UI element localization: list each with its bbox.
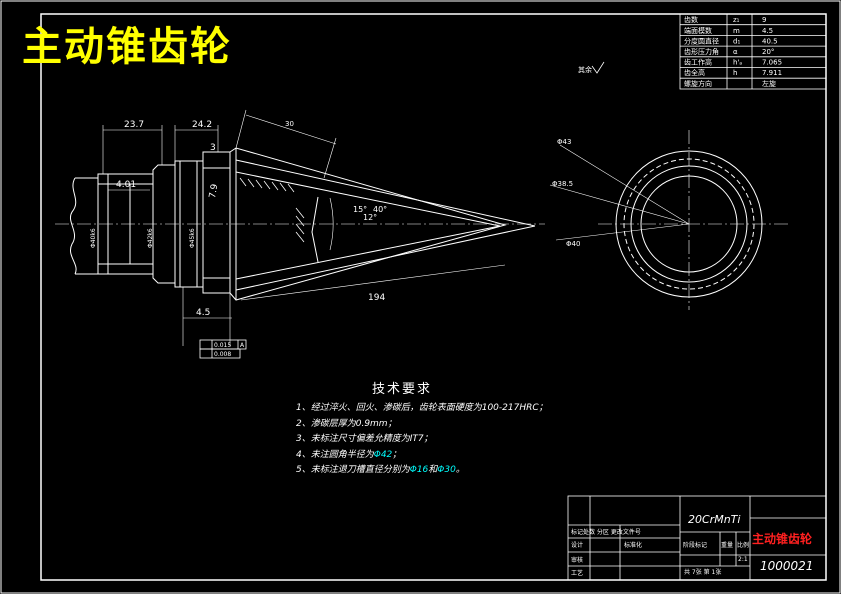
roughness-note: 其余 xyxy=(578,61,605,74)
dimension-texts: 23.7 24.2 4.01 3 7.9 30 15° 12° 40° 4.5 … xyxy=(90,120,580,358)
requirement-2: 2、渗碳层厚为0.9mm； xyxy=(296,418,397,429)
tolerance-frames xyxy=(199,339,247,359)
param-val-3: 20° xyxy=(762,48,774,56)
dim-194: 194 xyxy=(368,293,385,303)
weight-label: 重量 xyxy=(721,541,733,549)
technical-requirements: 技术要求 1、经过淬火、回火、渗碳后，齿轮表面硬度为100-217HRC； 2、… xyxy=(296,378,548,479)
gear-shaft-body xyxy=(70,147,536,301)
param-sym-4: h'ₐ xyxy=(733,59,742,67)
param-name-3: 齿形压力角 xyxy=(684,47,719,56)
dim-40deg: 40° xyxy=(373,205,387,214)
param-val-5: 7.911 xyxy=(762,69,782,77)
tolerance-ref: A xyxy=(240,342,245,349)
parameter-table-text: 齿数 z₁ 9 端面模数 m 4.5 分度圆直径 d₁ 40.5 齿形压力角 α… xyxy=(684,15,782,88)
title-block xyxy=(567,495,827,581)
tooth-hatch xyxy=(239,177,305,243)
scale: 2:1 xyxy=(738,556,748,563)
requirement-5-end: 。 xyxy=(455,465,465,475)
parameter-table xyxy=(679,13,827,90)
param-name-5: 齿全高 xyxy=(684,68,705,77)
shaft-dia-3: Φ45k6 xyxy=(189,228,196,248)
param-val-0: 9 xyxy=(762,16,766,24)
requirements-heading: 技术要求 xyxy=(372,382,433,397)
drawing-title: 主动锥齿轮 xyxy=(22,24,232,70)
dim-phi43: Φ43 xyxy=(557,138,571,146)
param-val-2: 40.5 xyxy=(762,38,778,46)
ratio-label: 比例 xyxy=(737,541,749,549)
tolerance-1: 0.015 xyxy=(214,342,231,349)
dim-3: 3 xyxy=(210,143,216,153)
dim-4-01: 4.01 xyxy=(116,180,136,190)
dim-24-2: 24.2 xyxy=(192,120,212,130)
requirement-4-end: ； xyxy=(392,449,402,460)
title-block-text: 20CrMnTi 主动锥齿轮 1000021 2:1 共 7张 第 1张 阶段标… xyxy=(571,513,813,577)
part-name: 主动锥齿轮 xyxy=(752,531,813,546)
dim-4-5: 4.5 xyxy=(196,308,210,318)
dim-12deg: 12° xyxy=(363,213,377,222)
dim-7-9: 7.9 xyxy=(208,183,220,199)
check-label: 审核 xyxy=(571,556,583,564)
param-sym-1: m xyxy=(733,27,740,35)
design-label: 设计 xyxy=(571,541,583,549)
requirement-3: 3、未标注尺寸偏差允精度为IT7； xyxy=(296,434,433,444)
dim-30: 30 xyxy=(285,120,294,128)
dim-phi38-5: Φ38.5 xyxy=(552,180,573,188)
param-sym-0: z₁ xyxy=(733,16,740,24)
shaft-dia-2: Φ42k6 xyxy=(147,228,154,248)
drawing-code: 1000021 xyxy=(760,559,813,573)
center-lines xyxy=(55,130,790,310)
roughness-symbol-icon xyxy=(591,61,605,74)
tolerance-2: 0.008 xyxy=(214,351,231,358)
inner-border xyxy=(40,13,827,581)
radius-value: Φ42 xyxy=(373,449,393,460)
param-name-1: 端面模数 xyxy=(684,26,712,35)
groove-dia-1: Φ16 xyxy=(409,465,429,475)
param-val-1: 4.5 xyxy=(762,27,773,35)
requirement-5: 5、未标注退刀槽直径分别为Φ16和Φ30。 xyxy=(296,463,548,479)
groove-dia-2: Φ30 xyxy=(437,465,456,475)
param-name-2: 分度圆直径 xyxy=(684,37,719,46)
param-name-6: 螺旋方向 xyxy=(684,79,712,88)
param-val-4: 7.065 xyxy=(762,59,782,67)
requirement-1: 1、经过淬火、回火、渗碳后，齿轮表面硬度为100-217HRC； xyxy=(296,403,548,413)
mark-row-label: 标记处数 分区 更改文件号 xyxy=(571,528,641,536)
dim-23-7: 23.7 xyxy=(124,120,144,130)
param-sym-2: d₁ xyxy=(733,38,740,46)
param-sym-5: h xyxy=(733,69,737,77)
requirement-4-text: 4、未注圆角半径为 xyxy=(296,449,374,460)
stage-mark-label: 阶段标记 xyxy=(683,541,707,549)
dim-15deg: 15° xyxy=(353,205,367,214)
std-label: 标准化 xyxy=(624,541,642,549)
material: 20CrMnTi xyxy=(688,513,740,526)
param-val-6: 左旋 xyxy=(762,79,776,88)
param-name-0: 齿数 xyxy=(684,15,698,24)
requirement-5-text: 5、未标注退刀槽直径分别为 xyxy=(296,465,410,475)
param-sym-3: α xyxy=(733,48,738,56)
dim-phi40: Φ40 xyxy=(566,240,580,248)
end-view xyxy=(615,150,763,298)
param-name-4: 齿工作高 xyxy=(684,58,712,67)
requirement-4: 4、未注圆角半径为Φ42； xyxy=(296,448,548,464)
process-label: 工艺 xyxy=(571,569,583,577)
roughness-label: 其余 xyxy=(578,65,592,74)
dimension-lines xyxy=(102,109,690,346)
shaft-dia-1: Φ40k6 xyxy=(90,228,97,248)
sheet-count: 共 7张 第 1张 xyxy=(684,568,721,576)
requirement-5-and: 和 xyxy=(428,465,438,475)
